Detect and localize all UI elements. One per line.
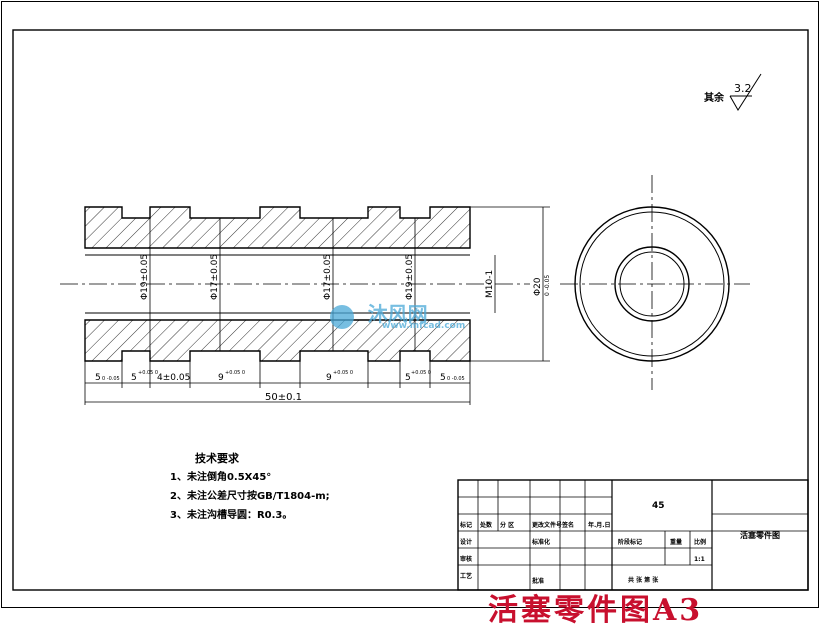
label-zone: 分 区 bbox=[500, 521, 514, 529]
dim-seg5: 9 bbox=[326, 373, 332, 383]
label-weight: 重量 bbox=[670, 538, 682, 546]
dim-seg3: 4±0.05 bbox=[157, 373, 190, 383]
scale-value: 1:1 bbox=[694, 556, 705, 563]
dim-seg7-tol: 0 -0.05 bbox=[447, 376, 465, 382]
dim-seg4-tol: +0.05 0 bbox=[225, 370, 245, 376]
title-block-text: 45 活塞零件图 标记 处数 分 区 更改文件号 签名 年.月.日 设计 标准化… bbox=[459, 501, 780, 585]
watermark-text: 沐风网 bbox=[367, 302, 428, 326]
tech-item: 3、未注沟槽导圆：R0.3。 bbox=[170, 510, 293, 521]
dim-thread: M10-1 bbox=[485, 270, 495, 298]
dim-seg1-tol: 0 -0.05 bbox=[102, 376, 120, 382]
roughness-value: 3.2 bbox=[734, 82, 752, 95]
label-mark: 标记 bbox=[459, 521, 472, 529]
tech-title: 技术要求 bbox=[195, 452, 239, 465]
upper-section bbox=[84, 206, 471, 249]
drawing-name: 活塞零件图 bbox=[740, 530, 780, 540]
roughness-prefix: 其余 bbox=[704, 91, 725, 104]
dim-total: 50±0.1 bbox=[265, 392, 302, 403]
watermark: 沐风网 www.mfcad.com bbox=[330, 298, 465, 331]
dim-seg6: 5 bbox=[405, 373, 411, 383]
label-sign: 签名 bbox=[561, 521, 574, 529]
dim-d1: Φ19±0.05 bbox=[140, 254, 150, 300]
outer-border bbox=[1, 1, 819, 608]
label-change: 更改文件号 bbox=[532, 521, 562, 529]
label-process: 工艺 bbox=[460, 572, 472, 580]
dim-seg2: 5 bbox=[131, 373, 137, 383]
dim-seg4: 9 bbox=[218, 373, 224, 383]
watermark-url: www.mfcad.com bbox=[382, 321, 466, 331]
front-view: Φ19±0.05 Φ17±0.05 Φ17±0.05 Φ19±0.05 M10-… bbox=[60, 206, 551, 405]
dim-outer: Φ20 bbox=[533, 277, 543, 296]
watermark-logo-icon bbox=[330, 304, 354, 329]
label-check: 审核 bbox=[460, 555, 472, 563]
sheet-info: 共 张 第 张 bbox=[628, 576, 659, 584]
dim-outer-tol: 0 -0.05 bbox=[544, 275, 551, 296]
label-stage: 阶段标记 bbox=[618, 538, 642, 546]
tech-item: 1、未注倒角0.5X45° bbox=[170, 472, 272, 483]
dim-seg5-tol: +0.05 0 bbox=[333, 370, 353, 376]
dim-d4: Φ19±0.05 bbox=[405, 254, 415, 300]
dim-seg2-tol: +0.05 0 bbox=[138, 370, 158, 376]
label-design: 设计 bbox=[460, 538, 472, 546]
dim-seg1: 5 bbox=[95, 373, 101, 383]
caption: 活塞零件图A3 bbox=[488, 593, 704, 628]
label-approve: 批准 bbox=[532, 577, 544, 585]
inner-frame bbox=[12, 29, 809, 591]
label-scale: 比例 bbox=[694, 538, 706, 546]
dim-seg6-tol: +0.05 0 bbox=[411, 370, 431, 376]
label-count: 处数 bbox=[479, 521, 493, 529]
dim-seg7: 5 bbox=[440, 373, 446, 383]
label-std: 标准化 bbox=[531, 538, 550, 546]
title-block bbox=[457, 479, 809, 591]
label-date: 年.月.日 bbox=[588, 521, 611, 529]
side-view bbox=[560, 175, 750, 390]
dim-d3: Φ17±0.05 bbox=[323, 254, 333, 300]
tech-item: 2、未注公差尺寸按GB/T1804-m; bbox=[170, 491, 330, 502]
material: 45 bbox=[652, 501, 665, 511]
dim-d2: Φ17±0.05 bbox=[210, 254, 220, 300]
roughness-symbol: 其余 3.2 bbox=[704, 73, 762, 111]
tech-requirements: 技术要求 1、未注倒角0.5X45° 2、未注公差尺寸按GB/T1804-m; … bbox=[170, 449, 330, 525]
